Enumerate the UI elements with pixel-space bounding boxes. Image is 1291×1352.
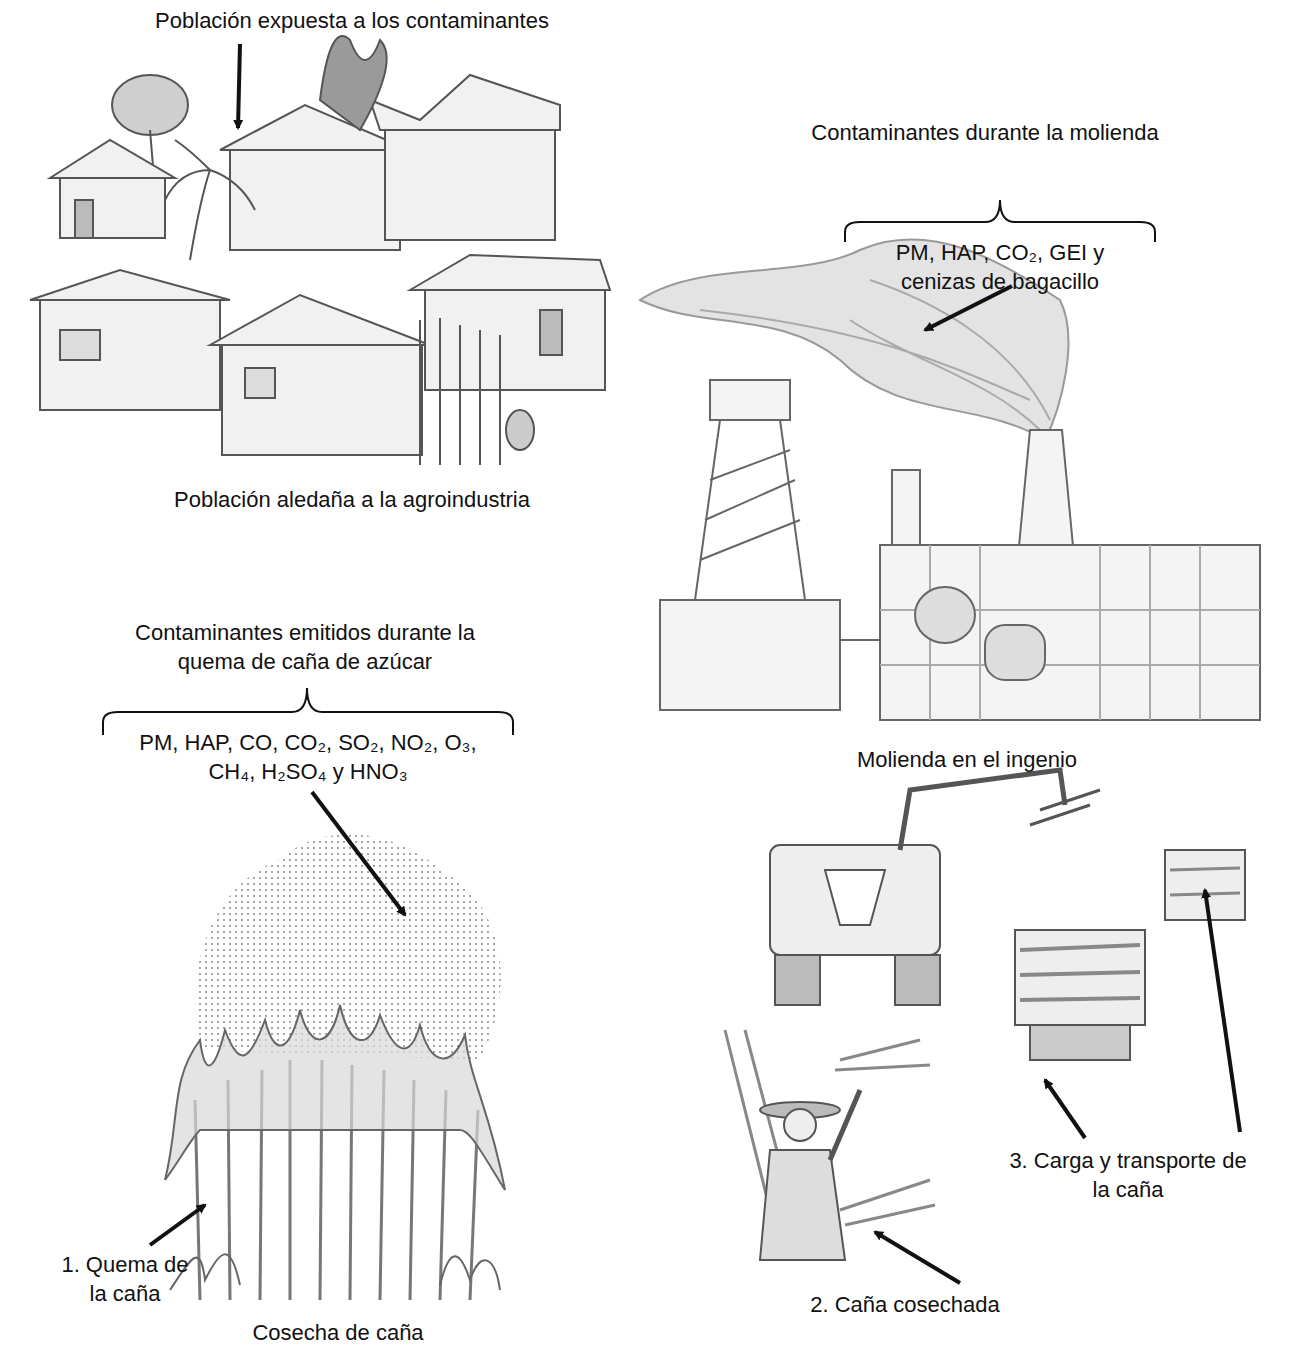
tree [320, 36, 387, 130]
tower-brace [700, 450, 800, 560]
house-roof [210, 295, 430, 345]
house [425, 290, 605, 390]
harvester-cab [770, 845, 940, 955]
flames [165, 1005, 505, 1190]
barrel [506, 410, 534, 450]
house-door [75, 200, 93, 238]
house-door [540, 310, 562, 355]
label-text: 3. Carga y transporte de la caña [1002, 1146, 1254, 1204]
house [60, 178, 165, 238]
house-roof [410, 255, 610, 290]
grabbed-cane [1030, 790, 1100, 825]
label-text: Contaminantes durante la molienda [735, 118, 1235, 147]
small-tower [892, 470, 920, 550]
harvester-logo [825, 870, 885, 925]
leader-arrow [875, 1232, 960, 1283]
brace [103, 688, 513, 735]
worker-arm [830, 1090, 860, 1160]
worker-body [760, 1150, 845, 1260]
cane [840, 1180, 930, 1210]
house-window [60, 330, 100, 360]
tank [985, 625, 1045, 680]
house [385, 130, 555, 240]
main-building [880, 545, 1260, 720]
water-tank [710, 380, 790, 420]
label-text: Cosecha de caña [138, 1318, 538, 1347]
house-roof [370, 75, 560, 130]
label-text: 2. Caña cosechada [755, 1290, 1055, 1319]
leader-arrow [1205, 890, 1240, 1132]
cane [835, 1065, 930, 1070]
smoke-lines [700, 280, 1050, 430]
cane [845, 1205, 935, 1225]
house [230, 150, 400, 250]
house-roof [50, 140, 175, 178]
label-text: PM, HAP, CO₂, GEI y cenizas de bagacillo [869, 238, 1131, 296]
label-text: 1. Quema de la caña [50, 1250, 200, 1308]
brace [845, 200, 1155, 242]
leader-arrow [1045, 1080, 1085, 1138]
worker-head [784, 1109, 816, 1141]
tower-leg [780, 420, 805, 600]
leader-arrow [150, 1205, 205, 1245]
truck-bed [1015, 930, 1145, 1025]
tree-crown [112, 75, 188, 135]
tower-leg [695, 420, 720, 600]
house-roof [30, 270, 230, 300]
ground-flames [170, 1254, 500, 1290]
boiler [915, 587, 975, 643]
truck-far [1165, 850, 1245, 920]
house [40, 300, 220, 410]
leader-arrow [238, 44, 240, 128]
harvest [725, 770, 1245, 1260]
label-text: Contaminantes emitidos durante la quema … [124, 618, 486, 676]
wall-grid [880, 545, 1260, 720]
house-window [245, 368, 275, 398]
village [30, 36, 610, 465]
pipe [840, 639, 880, 641]
leader-arrow [312, 792, 405, 915]
harvester-track [895, 955, 940, 1005]
truck-cane [1020, 945, 1140, 1000]
harvester-track [775, 955, 820, 1005]
label-text: Población aledaña a la agroindustria [72, 485, 632, 514]
truck-chassis [1030, 1025, 1130, 1060]
building [660, 600, 840, 710]
sugar-mill [640, 240, 1260, 720]
label-text: PM, HAP, CO, CO₂, SO₂, NO₂, O₃, CH₄, H₂S… [132, 728, 484, 786]
label-text: Molienda en el ingenio [767, 745, 1167, 774]
fence [420, 318, 500, 465]
cane-burning [165, 835, 505, 1300]
banana-plant [165, 140, 255, 260]
cane [840, 1040, 920, 1060]
label-text: Población expuesta a los contaminantes [72, 6, 632, 35]
house [222, 345, 422, 455]
